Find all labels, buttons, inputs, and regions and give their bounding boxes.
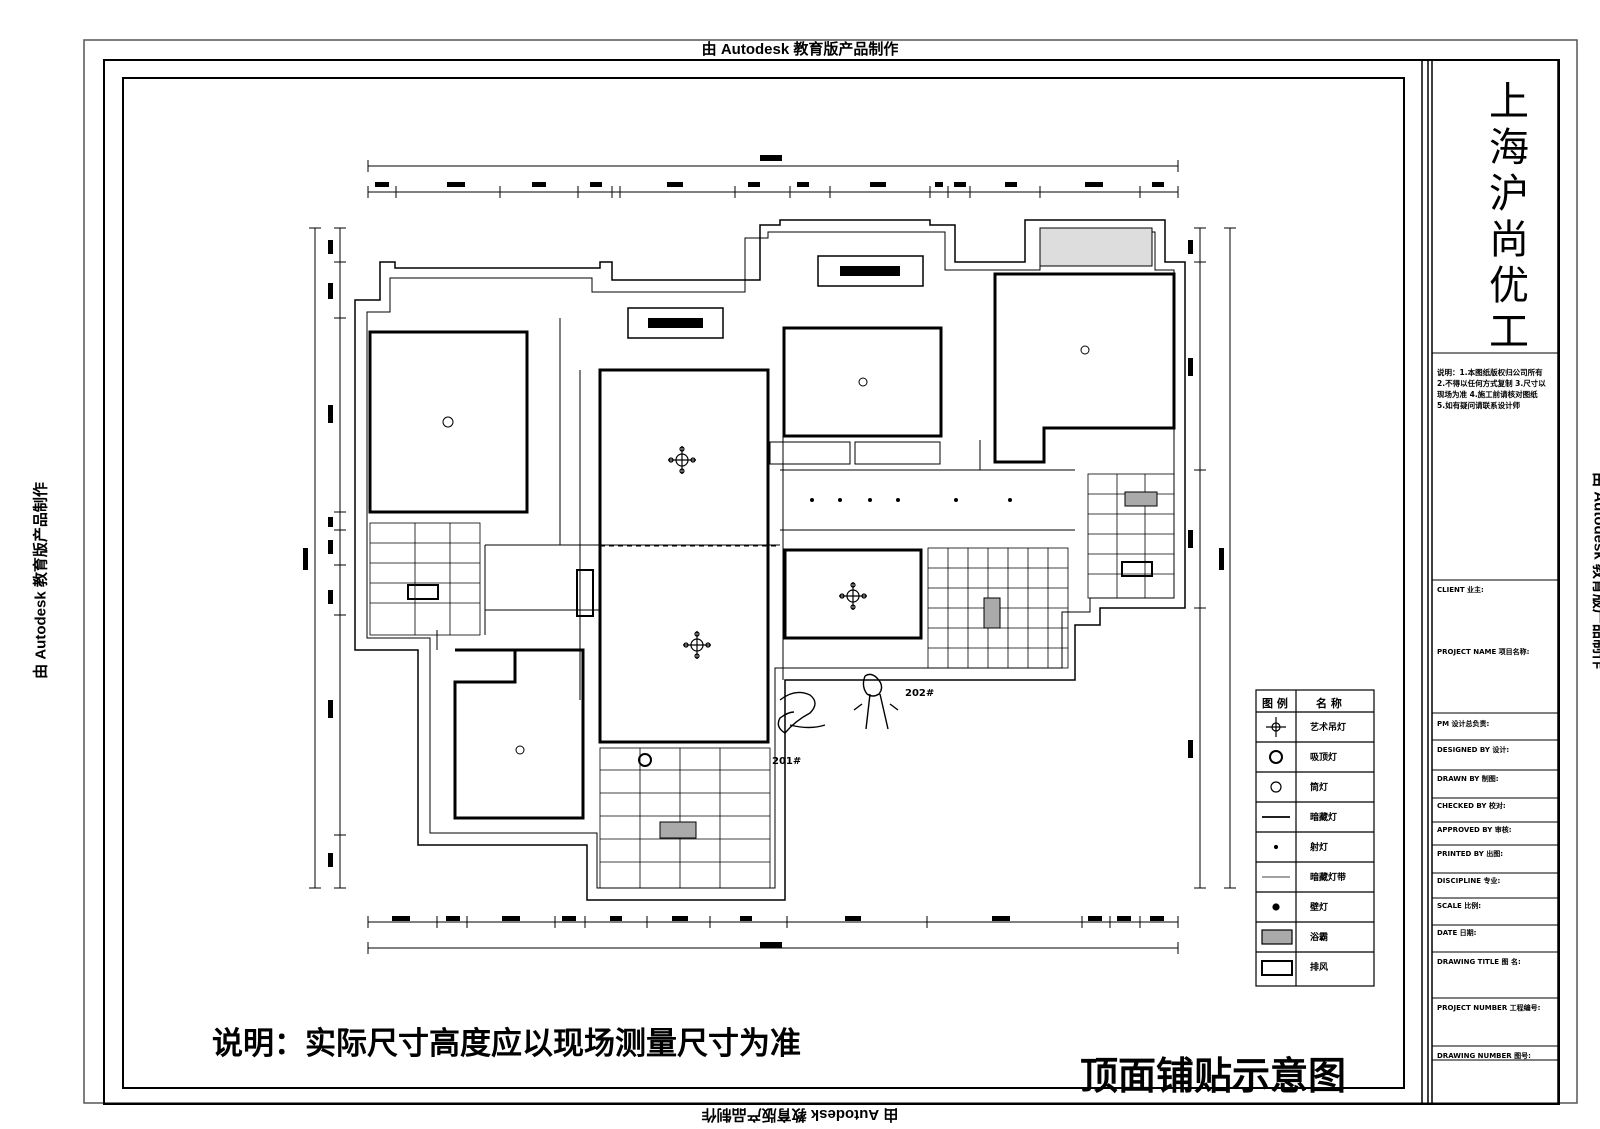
legend-label: 排风: [1310, 963, 1329, 973]
title-block-frame: [1431, 59, 1559, 1105]
legend-row-strip-light: 暗藏灯: [1256, 802, 1374, 831]
legend-header-name: 名 称: [1316, 697, 1342, 710]
legend-row-wall-light: 壁灯: [1256, 892, 1374, 921]
legend-label: 浴霸: [1310, 933, 1329, 943]
tb-discipline: DISCIPLINE 专业:: [1437, 877, 1501, 885]
tb-scale: SCALE 比例:: [1437, 902, 1482, 910]
unit-label-201: 201#: [772, 756, 802, 767]
spot-lights: [810, 498, 1012, 502]
company-name: 上海沪尚优工: [1482, 80, 1528, 356]
legend-header-symbol: 图 例: [1262, 697, 1288, 710]
legend-label: 筒灯: [1310, 783, 1329, 793]
title-block-notes: 说明：1.本图纸版权归公司所有 2.不得以任何方式复制 3.尺寸以现场为准 4.…: [1437, 368, 1546, 410]
ceiling-outlines: [368, 272, 1176, 820]
legend-label: 吸顶灯: [1310, 753, 1338, 763]
tb-designed-by: DESIGNED BY 设计:: [1437, 746, 1510, 754]
legend-label: 艺术吊灯: [1310, 723, 1347, 733]
legend-table: [1255, 689, 1375, 987]
walls: [354, 219, 1186, 901]
legend-symbols: [1261, 717, 1293, 976]
legend-label: 射灯: [1310, 843, 1329, 853]
tb-drawing-title: DRAWING TITLE 图 名:: [1437, 958, 1521, 966]
inner-frame: [103, 59, 1560, 1105]
tb-printed-by: PRINTED BY 出图:: [1437, 850, 1504, 858]
tb-checked-by: CHECKED BY 校对:: [1437, 802, 1506, 810]
tb-client: CLIENT 业主:: [1437, 586, 1484, 594]
dimension-text-marks: [303, 155, 1224, 948]
legend-label: 暗藏灯带: [1310, 873, 1347, 883]
dimension-lines: [309, 160, 1236, 954]
person-figures: [777, 673, 899, 734]
legend-row-bath-heater: 浴霸: [1256, 922, 1374, 951]
tb-date: DATE 日期:: [1437, 929, 1477, 937]
tile-grids: [369, 473, 1175, 889]
tb-pm: PM 设计总负责:: [1437, 720, 1490, 728]
legend-label: 壁灯: [1310, 903, 1329, 913]
watermark-top: 由 Autodesk 教育版产品制作: [701, 41, 899, 58]
legend-row-art-chandelier: 艺术吊灯: [1256, 712, 1374, 741]
unit-label-202: 202#: [905, 688, 935, 699]
legend-row-ceiling-light: 吸顶灯: [1256, 742, 1374, 771]
legend-row-exhaust-fan: 排风: [1256, 952, 1374, 981]
tb-drawing-number: DRAWING NUMBER 图号:: [1437, 1052, 1531, 1060]
interior-lines: [436, 318, 1075, 700]
tb-project-number: PROJECT NUMBER 工程编号:: [1437, 1004, 1541, 1012]
fixtures: [407, 227, 1158, 839]
legend-label: 暗藏灯: [1310, 813, 1338, 823]
drawing-title: 顶面铺贴示意图: [1080, 1053, 1347, 1098]
drawing-note: 说明：实际尺寸高度应以现场测量尺寸为准: [212, 1026, 801, 1062]
tb-drawn-by: DRAWN BY 制图:: [1437, 775, 1499, 783]
watermark-right: 由 Autodesk 教育版产品制作: [1590, 472, 1600, 669]
legend-row-downlight: 筒灯: [1256, 772, 1374, 801]
watermark-bottom: 由 Autodesk 教育版产品制作: [701, 1106, 899, 1123]
tb-project-name: PROJECT NAME 项目名称:: [1437, 648, 1530, 656]
drawing-border: [122, 77, 1405, 1089]
chandeliers: [668, 446, 867, 659]
legend-row-led-strip: 暗藏灯带: [1256, 862, 1374, 891]
legend-row-spot-light: 射灯: [1256, 832, 1374, 861]
watermark-left: 由 Autodesk 教育版产品制作: [32, 482, 50, 679]
tb-approved-by: APPROVED BY 审核:: [1437, 826, 1512, 834]
